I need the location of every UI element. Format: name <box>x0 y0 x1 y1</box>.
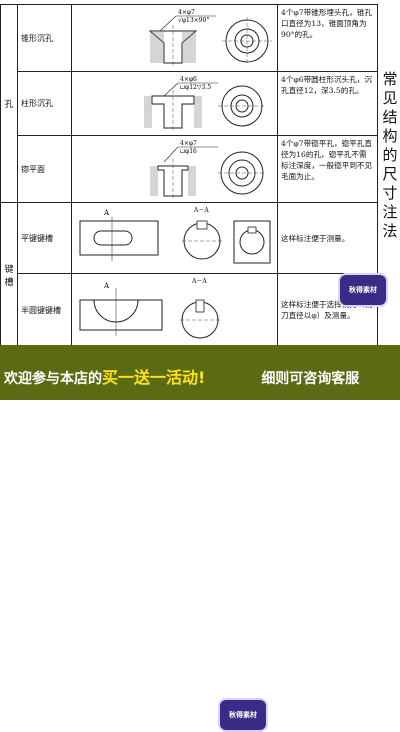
desc-spotface: 4个φ7带锪平孔，锪平孔直径为16的孔，锪平孔不需标注深度，一般锪平到不见毛面为… <box>277 135 378 203</box>
desc-countersunk: 4个φ7带锥形埋头孔，锥孔口直径为13，锥面顶角为90°的孔。 <box>277 4 378 72</box>
side-title: 常见结构的尺寸注法 <box>382 70 398 240</box>
banner-text: 欢迎参与本店的买一送一活动! 细则可咨询客服 <box>4 364 359 388</box>
countersunk-drawing: 4×φ7 √φ13×90° <box>148 9 272 67</box>
dim-label: 4×φ7 <box>180 140 197 147</box>
figure-flat-keyway: A－A A <box>71 202 278 274</box>
dim-label: 4×φ6 <box>180 76 197 83</box>
watermark-logo: 秋得素材 <box>338 273 388 307</box>
type-woodruff-keyway: 半圆键键槽 <box>17 273 72 347</box>
counterbore-drawing: 4×φ6 ⊔φ12▽3.5 <box>144 76 266 132</box>
type-spotface: 锪平面 <box>17 135 72 203</box>
banner-highlight: 买一送一活动! <box>102 368 206 387</box>
type-counterbore: 柱形沉孔 <box>17 71 72 136</box>
section-mark: A <box>103 282 110 290</box>
table-row: 柱形沉孔 4×φ6 ⊔φ12▽3.5 4个φ6带圆柱形沉头孔，沉 <box>1 71 378 136</box>
promo-banner: 欢迎参与本店的买一送一活动! 细则可咨询客服 秋得素材 <box>0 345 400 732</box>
dim-label: 4×φ7 <box>178 9 195 16</box>
table-row: 孔 锥形沉孔 4×φ7 √φ13×90° <box>0 4 378 203</box>
figure-woodruff-keyway: A－A A <box>71 273 278 347</box>
spotface-drawing: 4×φ7 ⊔φ16 <box>150 140 266 200</box>
document-page: 孔 锥形沉孔 4×φ7 √φ13×90° <box>0 0 400 347</box>
type-flat-keyway: 平键键槽 <box>17 202 72 274</box>
table-row: 键槽 平键键槽 A－A A 这样标注便于测量。 <box>0 202 378 347</box>
figure-spotface: 4×φ7 ⊔φ16 <box>71 135 278 203</box>
banner-after: 细则可咨询客服 <box>261 371 360 387</box>
dim-label: √φ13×90° <box>178 17 209 24</box>
dim-label: ⊔φ16 <box>180 148 197 155</box>
category-hole: 孔 <box>0 4 18 203</box>
section-label: A－A <box>193 207 209 214</box>
figure-counterbore: 4×φ6 ⊔φ12▽3.5 <box>71 71 278 136</box>
desc-counterbore: 4个φ6带圆柱形沉头孔，沉孔直径12，深3.5的孔。 <box>277 71 378 136</box>
flat-keyway-drawing: A－A A <box>79 207 271 264</box>
watermark-logo: 秋得素材 <box>218 698 268 732</box>
section-mark: A <box>103 209 110 217</box>
table-row: 锪平面 4×φ7 ⊔φ16 4个φ7带锪平孔，锪平孔直径为16的 <box>1 135 378 203</box>
category-keyway: 键槽 <box>0 202 18 347</box>
banner-before: 欢迎参与本店的 <box>4 371 102 387</box>
desc-flat-keyway: 这样标注便于测量。 <box>277 202 378 274</box>
section-label: A－A <box>191 278 207 285</box>
dim-label: ⊔φ12▽3.5 <box>180 84 211 91</box>
figure-countersunk: 4×φ7 √φ13×90° <box>71 4 278 72</box>
table-row: 半圆键键槽 A－A A 这样标注便于选择铣刀（铣刀直径以φ）及测量。 <box>1 273 378 347</box>
type-countersunk: 锥形沉孔 <box>17 4 72 72</box>
woodruff-keyway-drawing: A－A A <box>79 278 220 339</box>
dimension-table: 孔 锥形沉孔 4×φ7 √φ13×90° <box>0 4 378 347</box>
